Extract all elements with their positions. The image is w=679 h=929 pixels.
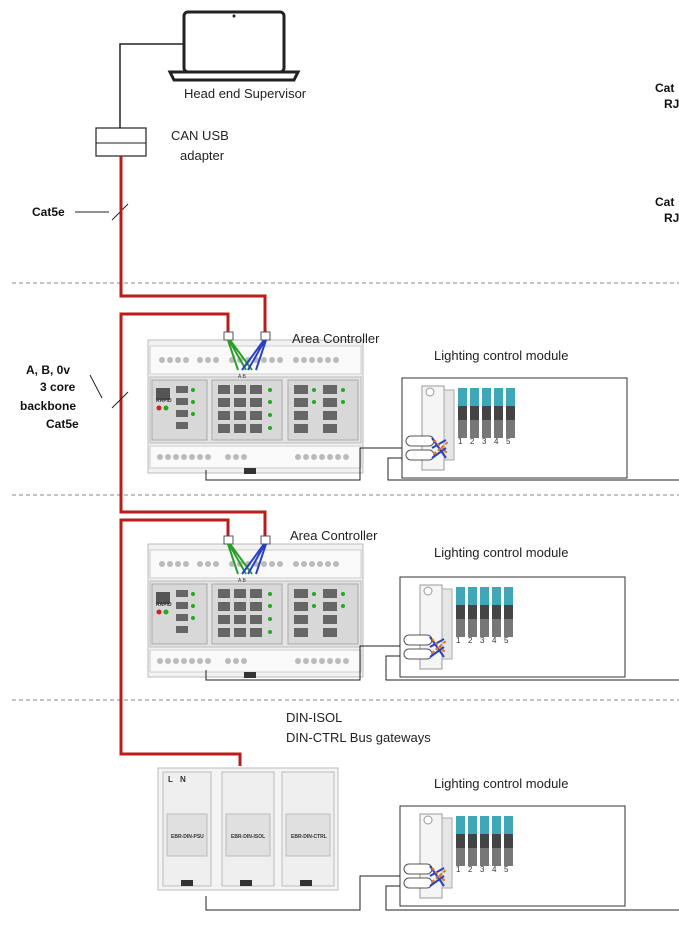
can-usb-adapter <box>95 127 147 157</box>
gateway-label-2: DIN-CTRL Bus gateways <box>286 730 431 745</box>
lcm2-ch-4: 4 <box>492 636 497 645</box>
lcm1-bus-cable <box>205 447 402 481</box>
lcm2-bus-cable <box>205 645 400 681</box>
ctrl-label: EBR-DIN-CTRL <box>291 834 327 840</box>
lcm-label-1: Lighting control module <box>434 348 568 363</box>
backbone-label-line-1: A, B, 0v <box>26 363 70 377</box>
lcm3-bus-cable <box>205 875 400 911</box>
lcm2-bus-out <box>385 655 679 681</box>
lcm3-bus-out <box>385 885 679 911</box>
cat5e-label: Cat5e <box>32 205 65 219</box>
lcm1-ch-1: 1 <box>458 437 463 446</box>
lcm2-ch-1: 1 <box>456 636 461 645</box>
lcm2-ch-2: 2 <box>468 636 473 645</box>
lcm2-ch-3: 3 <box>480 636 485 645</box>
terminal-n: N <box>180 775 186 784</box>
lcm3-ch-4: 4 <box>492 865 497 874</box>
backbone-label-line-2: 3 core <box>40 380 76 394</box>
terminal-l: L <box>168 775 173 784</box>
ctrl-wires-2 <box>223 535 271 575</box>
lcm1-ch-2: 2 <box>470 437 475 446</box>
area-controller-label-1: Area Controller <box>292 331 380 346</box>
lcm3-ch-5: 5 <box>504 865 509 874</box>
lcm2-ch-5: 5 <box>504 636 509 645</box>
backbone-cable <box>119 156 267 766</box>
right-cut-label-1b: RJ <box>664 97 679 111</box>
area-controller-label-2: Area Controller <box>290 528 378 543</box>
lcm1-bus-out <box>387 457 679 481</box>
area-controller-2 <box>147 543 364 679</box>
right-cut-label-2a: Cat <box>655 195 674 209</box>
ctrl-wires-1 <box>223 331 271 371</box>
lighting-control-module-3 <box>399 805 626 907</box>
din-ctrl-unit <box>281 771 335 887</box>
lcm3-ch-3: 3 <box>480 865 485 874</box>
din-gateway-rack <box>157 767 339 891</box>
backbone-tick <box>111 391 129 409</box>
adapter-label-1: CAN USB <box>171 128 229 143</box>
backbone-label-line-4: Cat5e <box>46 417 79 431</box>
laptop-label: Head end Supervisor <box>184 86 307 101</box>
backbone-pointer <box>89 374 103 399</box>
terminal-ab-1: A B <box>238 374 246 380</box>
lcm1-ch-5: 5 <box>506 437 511 446</box>
isol-label: EBR-DIN-ISOL <box>231 834 265 840</box>
backbone-label-line-3: backbone <box>20 399 76 413</box>
lighting-control-module-2 <box>399 576 626 678</box>
right-cut-label-1a: Cat <box>655 81 674 95</box>
lcm-label-2: Lighting control module <box>434 545 568 560</box>
right-cut-label-2b: RJ <box>664 211 679 225</box>
lcm3-ch-2: 2 <box>468 865 473 874</box>
gateway-label-1: DIN-ISOL <box>286 710 342 725</box>
lcm1-ch-3: 3 <box>482 437 487 446</box>
terminal-ab-2: A B <box>238 578 246 584</box>
lcm-label-3: Lighting control module <box>434 776 568 791</box>
area-controller-1 <box>147 339 364 475</box>
din-isol-unit <box>221 771 275 887</box>
psu-label: EBR-DIN-PSU <box>171 834 204 840</box>
lighting-control-module-1 <box>401 377 628 479</box>
din-psu-unit <box>162 771 212 887</box>
lcm1-ch-4: 4 <box>494 437 499 446</box>
usb-cable <box>119 43 184 128</box>
adapter-label-2: adapter <box>180 148 225 163</box>
ctrl-brand-1: RAPID <box>156 398 172 404</box>
ctrl-brand-2: RAPID <box>156 602 172 608</box>
lcm3-ch-1: 1 <box>456 865 461 874</box>
laptop-icon <box>167 10 301 82</box>
